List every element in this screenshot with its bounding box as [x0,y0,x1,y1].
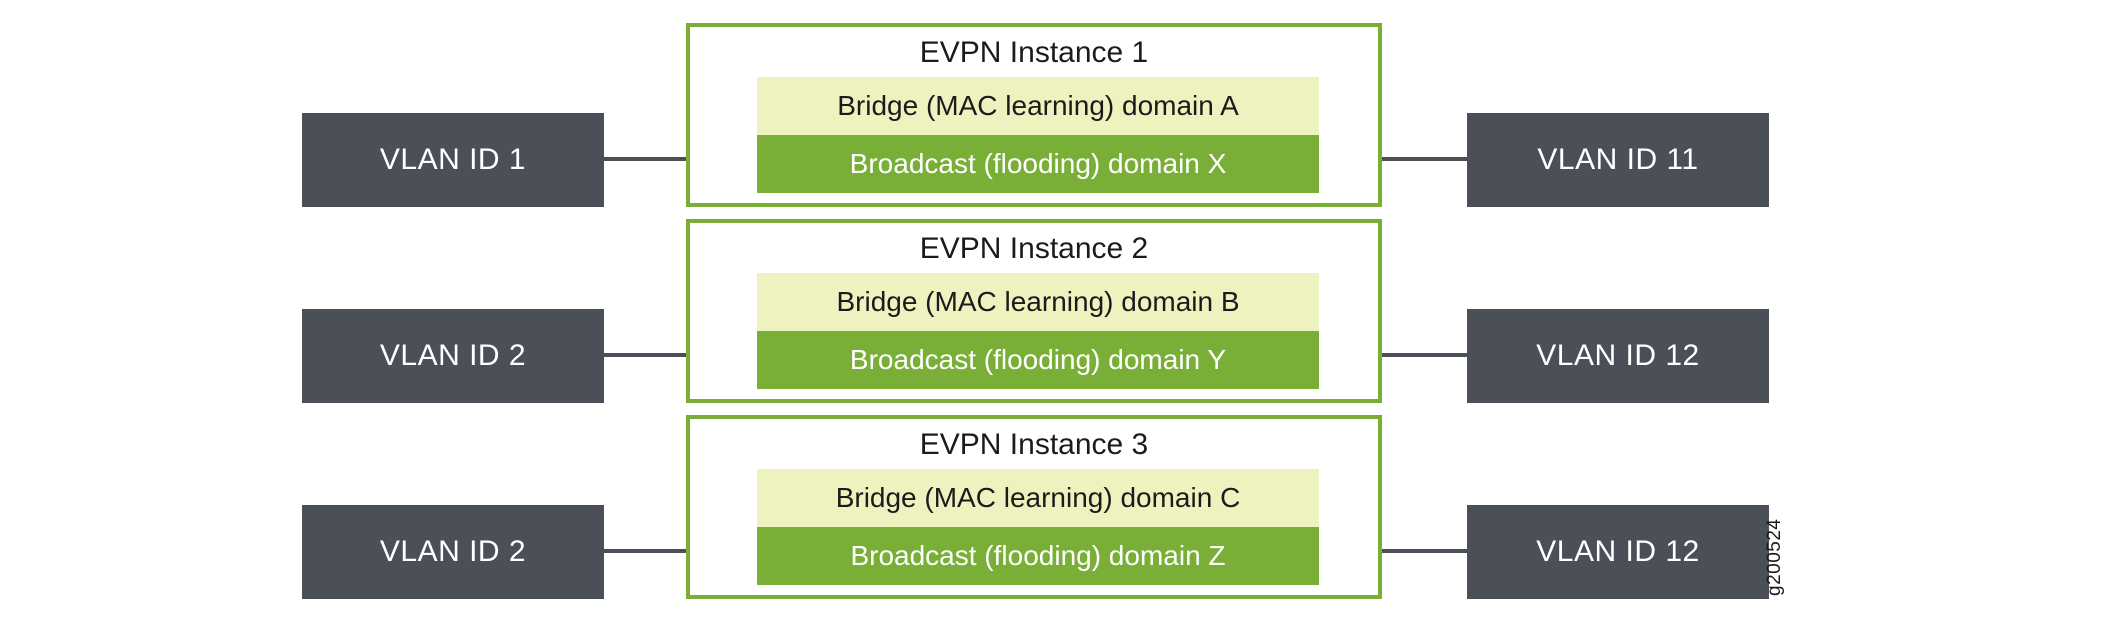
vlan-box-left: VLAN ID 2 [302,309,604,403]
diagram-row-1: VLAN ID 1 EVPN Instance 1 Bridge (MAC le… [0,20,2101,216]
evpn-instance-title: EVPN Instance 3 [919,428,1149,461]
broadcast-domain-bar: Broadcast (flooding) domain Z [757,527,1319,585]
bridge-domain-bar: Bridge (MAC learning) domain A [757,77,1319,135]
connector-left [604,549,754,553]
evpn-instance-box: EVPN Instance 2 Bridge (MAC learning) do… [686,219,1382,403]
vlan-box-left: VLAN ID 1 [302,113,604,207]
vlan-box-right: VLAN ID 12 [1467,505,1769,599]
connector-right [1314,157,1467,161]
evpn-instance-title: EVPN Instance 2 [919,232,1149,265]
vlan-box-left: VLAN ID 2 [302,505,604,599]
evpn-instance-title: EVPN Instance 1 [919,36,1149,69]
vlan-box-right: VLAN ID 11 [1467,113,1769,207]
broadcast-domain-bar: Broadcast (flooding) domain X [757,135,1319,193]
figure-id-label: g200524 [1764,518,1785,596]
connector-left [604,353,754,357]
diagram-row-3: VLAN ID 2 EVPN Instance 3 Bridge (MAC le… [0,412,2101,608]
bridge-domain-bar: Bridge (MAC learning) domain C [757,469,1319,527]
broadcast-domain-bar: Broadcast (flooding) domain Y [757,331,1319,389]
vlan-box-right: VLAN ID 12 [1467,309,1769,403]
evpn-instance-box: EVPN Instance 3 Bridge (MAC learning) do… [686,415,1382,599]
bridge-domain-bar: Bridge (MAC learning) domain B [757,273,1319,331]
connector-right [1314,353,1467,357]
diagram-row-2: VLAN ID 2 EVPN Instance 2 Bridge (MAC le… [0,216,2101,412]
connector-left [604,157,754,161]
connector-right [1314,549,1467,553]
evpn-instance-box: EVPN Instance 1 Bridge (MAC learning) do… [686,23,1382,207]
